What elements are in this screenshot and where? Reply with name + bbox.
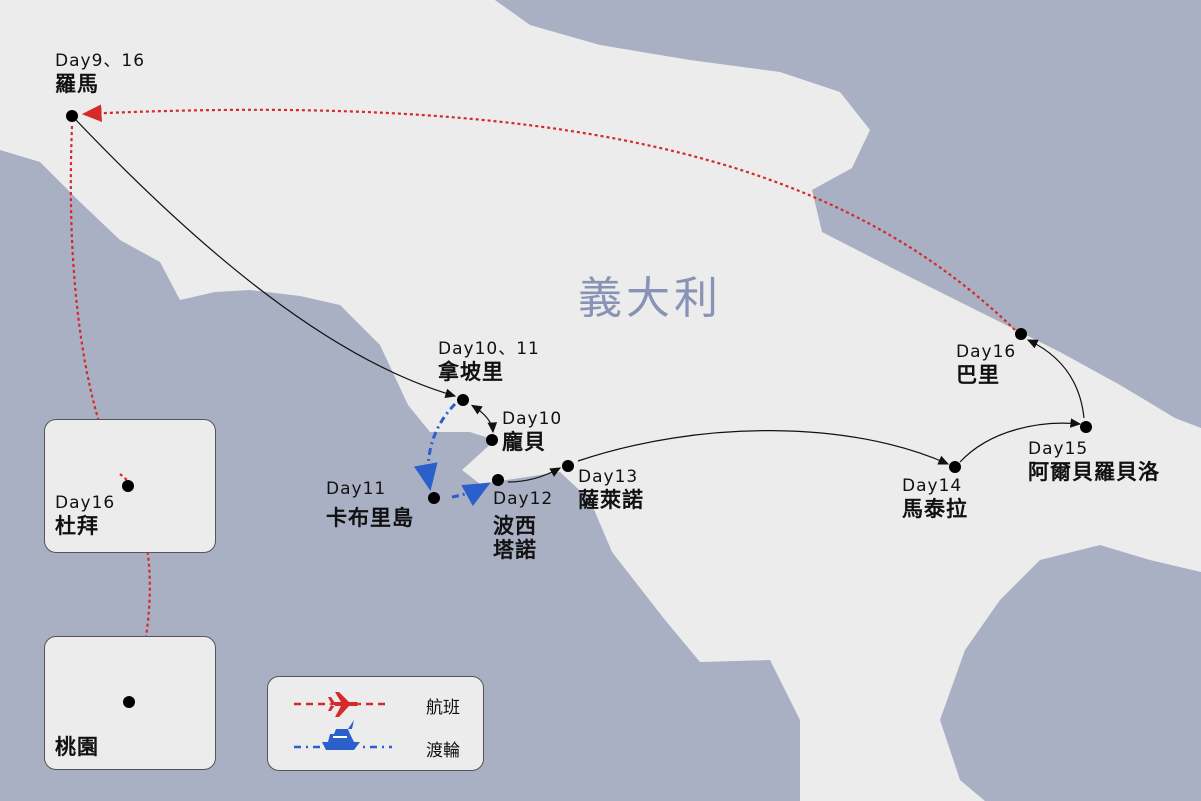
city-label: 桃園 (55, 735, 99, 759)
city-label: 波西 (493, 513, 537, 538)
city-label: 杜拜 (55, 513, 99, 538)
place-naples[interactable]: Day10、11 拿坡里 (438, 339, 540, 384)
place-capri[interactable]: Day11 卡布里島 (326, 479, 414, 530)
route-alberobello-bari (1026, 339, 1085, 419)
place-alberobello[interactable]: Day15 阿爾貝羅貝洛 (1028, 439, 1160, 484)
route-positano-salerno (507, 467, 562, 483)
day-label: Day10 (502, 409, 563, 429)
route-salerno-matera (577, 430, 950, 465)
place-pompeii[interactable]: Day10 龐貝 (502, 409, 563, 454)
city-label: 龐貝 (502, 429, 546, 454)
city-label: 阿爾貝羅貝洛 (1028, 459, 1160, 484)
day-label: Day10、11 (438, 339, 540, 359)
day-label: Day13 (578, 467, 639, 487)
city-label: 卡布里島 (326, 505, 414, 530)
city-label: 馬泰拉 (902, 496, 968, 521)
place-positano[interactable]: Day12 波西 塔諾 (493, 489, 554, 562)
day-label: Day16 (55, 493, 116, 513)
route-naples-pompeii (470, 404, 498, 434)
country-label: 義大利 (578, 273, 722, 324)
legend-ferry-label: 渡輪 (426, 741, 460, 761)
route-matera-alberobello (959, 418, 1082, 463)
legend-box (267, 676, 484, 771)
place-bari[interactable]: Day16 巴里 (956, 342, 1017, 387)
place-taoyuan[interactable]: 桃園 (55, 735, 99, 759)
city-label: 羅馬 (55, 71, 99, 96)
day-label: Day14 (902, 476, 963, 496)
day-label: Day15 (1028, 439, 1089, 459)
place-matera[interactable]: Day14 馬泰拉 (902, 476, 968, 521)
ferry-capri-positano (451, 482, 491, 507)
day-label: Day16 (956, 342, 1017, 362)
place-rome[interactable]: Day9、16 羅馬 (55, 51, 146, 96)
city-label: 塔諾 (493, 537, 537, 562)
city-label: 薩萊諾 (578, 487, 644, 512)
day-label: Day11 (326, 479, 387, 499)
day-label: Day12 (493, 489, 554, 509)
day-label: Day9、16 (55, 51, 146, 71)
place-salerno[interactable]: Day13 薩萊諾 (578, 467, 644, 512)
city-label: 巴里 (956, 362, 1000, 387)
place-dubai[interactable]: Day16 杜拜 (55, 493, 116, 538)
legend-flight-label: 航班 (426, 698, 460, 718)
city-label: 拿坡里 (438, 359, 504, 384)
route-rome-naples (75, 119, 457, 398)
